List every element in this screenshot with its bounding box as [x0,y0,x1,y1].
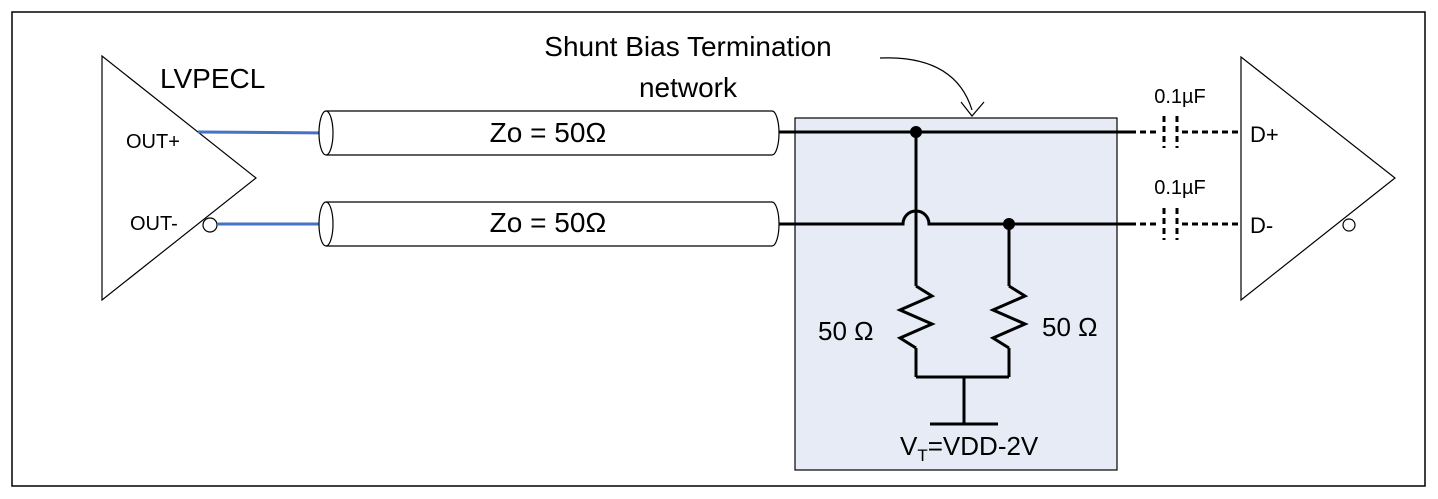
bottom-capacitor-label: 0.1µF [1154,177,1206,199]
transmission-line-bottom: Zo = 50Ω [318,201,780,247]
receiver-symbol [1240,55,1396,302]
out-plus-trace [197,130,331,135]
top-capacitor-icon [1162,116,1179,148]
vt-label: VT=VDD-2V [900,431,1039,465]
lvpecl-driver-symbol [101,54,257,302]
zo-bottom-label: Zo = 50Ω [490,207,607,238]
inversion-bubble-icon [202,217,218,233]
diagram-frame [11,11,1426,487]
termination-network-box [794,117,1118,471]
receiver-d-plus-label: D+ [1250,122,1279,147]
zo-top-label: Zo = 50Ω [490,117,607,148]
left-resistor-icon [896,284,936,350]
out-plus-label: OUT+ [126,131,180,153]
receiver-inversion-bubble-icon [1342,218,1356,232]
transmission-line-top: Zo = 50Ω [318,110,780,156]
driver-label: LVPECL [160,63,265,94]
arrowhead-icon [960,101,985,117]
network-title-line2: network [639,72,738,103]
receiver-d-minus-label: D- [1250,213,1273,238]
out-minus-label: OUT- [130,213,178,235]
network-title-line1: Shunt Bias Termination [544,31,831,62]
bottom-capacitor-icon [1162,208,1179,240]
right-resistor-icon [989,284,1029,350]
right-resistor-label: 50 Ω [1042,312,1098,342]
left-resistor-label: 50 Ω [818,316,874,346]
network-pointer-arrow [879,57,973,111]
top-capacitor-label: 0.1µF [1154,86,1206,108]
